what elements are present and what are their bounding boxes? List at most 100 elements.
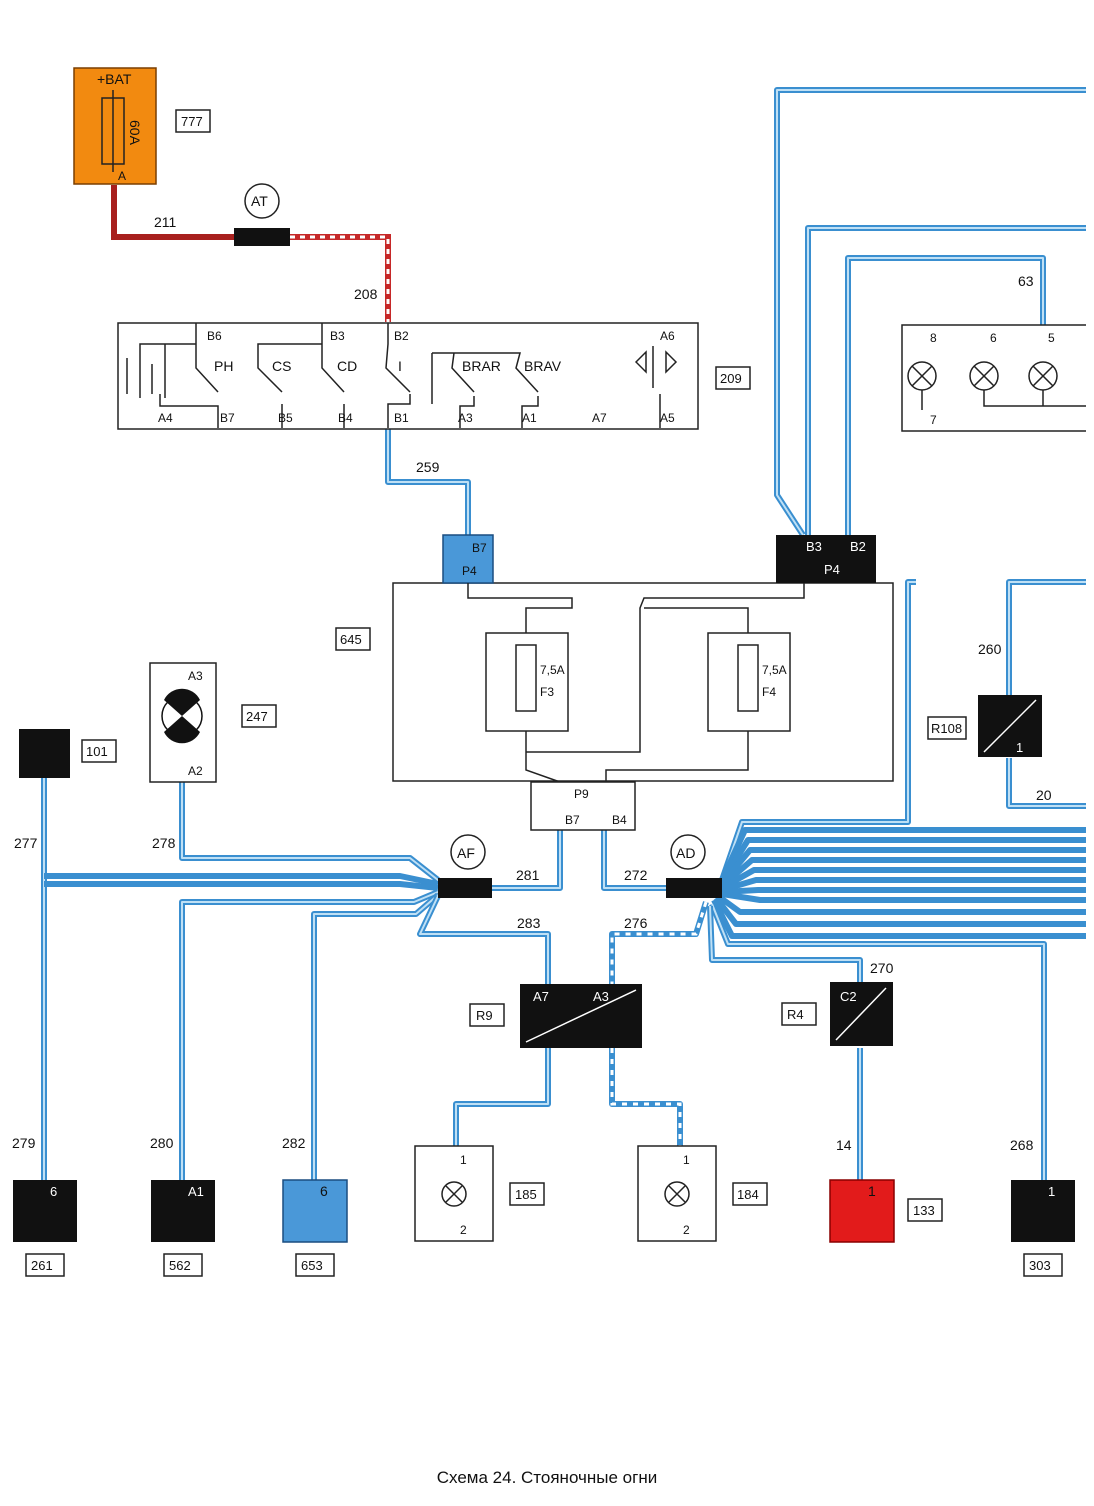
fuse-box-645: B7 P4 B3 B2 P4 7,5A F3 7,5A F4 P9 B7 B4 … bbox=[335, 534, 894, 831]
fuse-box-p9-pin-b7: B7 bbox=[565, 813, 580, 827]
wire-270: 270 bbox=[870, 960, 894, 976]
blue-wires bbox=[41, 87, 1086, 1180]
switch-pin-b4: B4 bbox=[338, 411, 353, 425]
connector-562: A1 562 bbox=[151, 1180, 215, 1277]
c185-pin-2: 2 bbox=[460, 1223, 467, 1237]
wire-282: 282 bbox=[282, 1135, 306, 1151]
battery-label: +BAT bbox=[97, 71, 132, 87]
r4-ref: R4 bbox=[787, 1007, 804, 1022]
fuse-box-right-pin-b3: B3 bbox=[806, 539, 822, 554]
connector-ad-label: AD bbox=[676, 845, 695, 861]
c247-pin-bottom: A2 bbox=[188, 764, 203, 778]
c261-pin: 6 bbox=[50, 1184, 57, 1199]
relay-r4: C2 R4 bbox=[781, 982, 893, 1046]
wire-14: 14 bbox=[836, 1137, 852, 1153]
connector-261-ref: 261 bbox=[31, 1258, 53, 1273]
connector-133-ref: 133 bbox=[913, 1203, 935, 1218]
wire-281: 281 bbox=[516, 867, 540, 883]
battery-ref: 777 bbox=[181, 114, 203, 129]
fuse-box-p9-pin-b4: B4 bbox=[612, 813, 627, 827]
c184-pin-1: 1 bbox=[683, 1153, 690, 1167]
connector-ad: AD bbox=[666, 834, 722, 898]
switch-label-brav: BRAV bbox=[524, 358, 562, 374]
fuse-f3-name: F3 bbox=[540, 685, 554, 699]
component-101: 101 bbox=[19, 729, 117, 778]
fuse-box-p9-label: P9 bbox=[574, 787, 589, 801]
wire-63: 63 bbox=[1018, 273, 1034, 289]
battery-fuse-777: +BAT 60A A 777 bbox=[73, 67, 211, 185]
wire-211: 211 bbox=[154, 214, 177, 230]
c185-pin-1: 1 bbox=[460, 1153, 467, 1167]
cluster-pin-8: 8 bbox=[930, 331, 937, 345]
wire-283: 283 bbox=[517, 915, 541, 931]
switch-label-cd: CD bbox=[337, 358, 357, 374]
component-247-ref: 247 bbox=[246, 709, 268, 724]
c653-pin: 6 bbox=[320, 1183, 328, 1199]
component-247: A3 A2 247 bbox=[149, 662, 277, 783]
battery-fuse-rating: 60A bbox=[127, 120, 143, 146]
connector-261: 6 261 bbox=[13, 1180, 77, 1277]
connector-653-ref: 653 bbox=[301, 1258, 323, 1273]
wire-280: 280 bbox=[150, 1135, 174, 1151]
switch-pin-b3: B3 bbox=[330, 329, 345, 343]
switch-unit-209: B6 B3 B2 A6 PH CS CD I BRAR BRAV A4 B7 B… bbox=[117, 322, 751, 430]
switch-label-i: I bbox=[398, 358, 402, 374]
lamp-icon bbox=[1028, 361, 1058, 391]
relay-r9: A7 A3 R9 bbox=[469, 984, 642, 1048]
battery-wires bbox=[111, 185, 391, 322]
lamp-icon bbox=[161, 688, 203, 744]
lamp-cluster: 8 6 5 7 bbox=[901, 324, 1086, 432]
connector-303: 1 303 bbox=[1011, 1180, 1075, 1277]
wire-268: 268 bbox=[1010, 1137, 1034, 1153]
switch-label-brar: BRAR bbox=[462, 358, 501, 374]
switch-pin-a5: A5 bbox=[660, 411, 675, 425]
connector-at-label: AT bbox=[251, 193, 268, 209]
c184-pin-2: 2 bbox=[683, 1223, 690, 1237]
fuse-f3-rating: 7,5A bbox=[540, 663, 565, 677]
wire-20: 20 bbox=[1036, 787, 1052, 803]
switch-pin-a4: A4 bbox=[158, 411, 173, 425]
cluster-pin-6: 6 bbox=[990, 331, 997, 345]
lamp-185-ref: 185 bbox=[515, 1187, 537, 1202]
c247-pin-top: A3 bbox=[188, 669, 203, 683]
fuse-box-left-pin: B7 bbox=[472, 541, 487, 555]
wire-277: 277 bbox=[14, 835, 38, 851]
diagram-caption: Схема 24. Стояночные огни bbox=[436, 1468, 658, 1487]
connector-at: AT 211 208 bbox=[154, 183, 378, 302]
switch-pin-b6: B6 bbox=[207, 329, 222, 343]
switch-pin-a1: A1 bbox=[522, 411, 537, 425]
component-101-ref: 101 bbox=[86, 744, 108, 759]
switch-pin-b5: B5 bbox=[278, 411, 293, 425]
lamp-icon bbox=[664, 1181, 690, 1207]
r108-pin: 1 bbox=[1016, 740, 1023, 755]
wire-259: 259 bbox=[416, 459, 440, 475]
switch-pin-a7: A7 bbox=[592, 411, 607, 425]
connector-133: 1 133 bbox=[829, 1179, 943, 1243]
fuse-box-ref: 645 bbox=[340, 632, 362, 647]
connector-303-ref: 303 bbox=[1029, 1258, 1051, 1273]
fuse-box-left-label: P4 bbox=[462, 564, 477, 578]
c562-pin: A1 bbox=[188, 1184, 204, 1199]
switch-pin-a3: A3 bbox=[458, 411, 473, 425]
fuse-f4-name: F4 bbox=[762, 685, 776, 699]
battery-pin: A bbox=[118, 169, 126, 183]
switch-pin-b7: B7 bbox=[220, 411, 235, 425]
switch-label-ph: PH bbox=[214, 358, 233, 374]
connector-562-ref: 562 bbox=[169, 1258, 191, 1273]
switch-label-cs: CS bbox=[272, 358, 291, 374]
switch-unit-ref: 209 bbox=[720, 371, 742, 386]
fuse-f4-rating: 7,5A bbox=[762, 663, 787, 677]
lamp-184: 1 2 184 bbox=[637, 1145, 768, 1242]
relay-r108: 1 R108 260 20 bbox=[927, 641, 1052, 803]
wire-208: 208 bbox=[354, 286, 378, 302]
lamp-icon bbox=[969, 361, 999, 391]
connector-653: 6 653 bbox=[282, 1179, 348, 1277]
lamp-icon bbox=[907, 361, 937, 391]
switch-pin-a6: A6 bbox=[660, 329, 675, 343]
wire-279: 279 bbox=[12, 1135, 36, 1151]
r9-ref: R9 bbox=[476, 1008, 493, 1023]
switch-pin-b2: B2 bbox=[394, 329, 409, 343]
lamp-185: 1 2 185 bbox=[414, 1145, 545, 1242]
cluster-pin-5: 5 bbox=[1048, 331, 1055, 345]
